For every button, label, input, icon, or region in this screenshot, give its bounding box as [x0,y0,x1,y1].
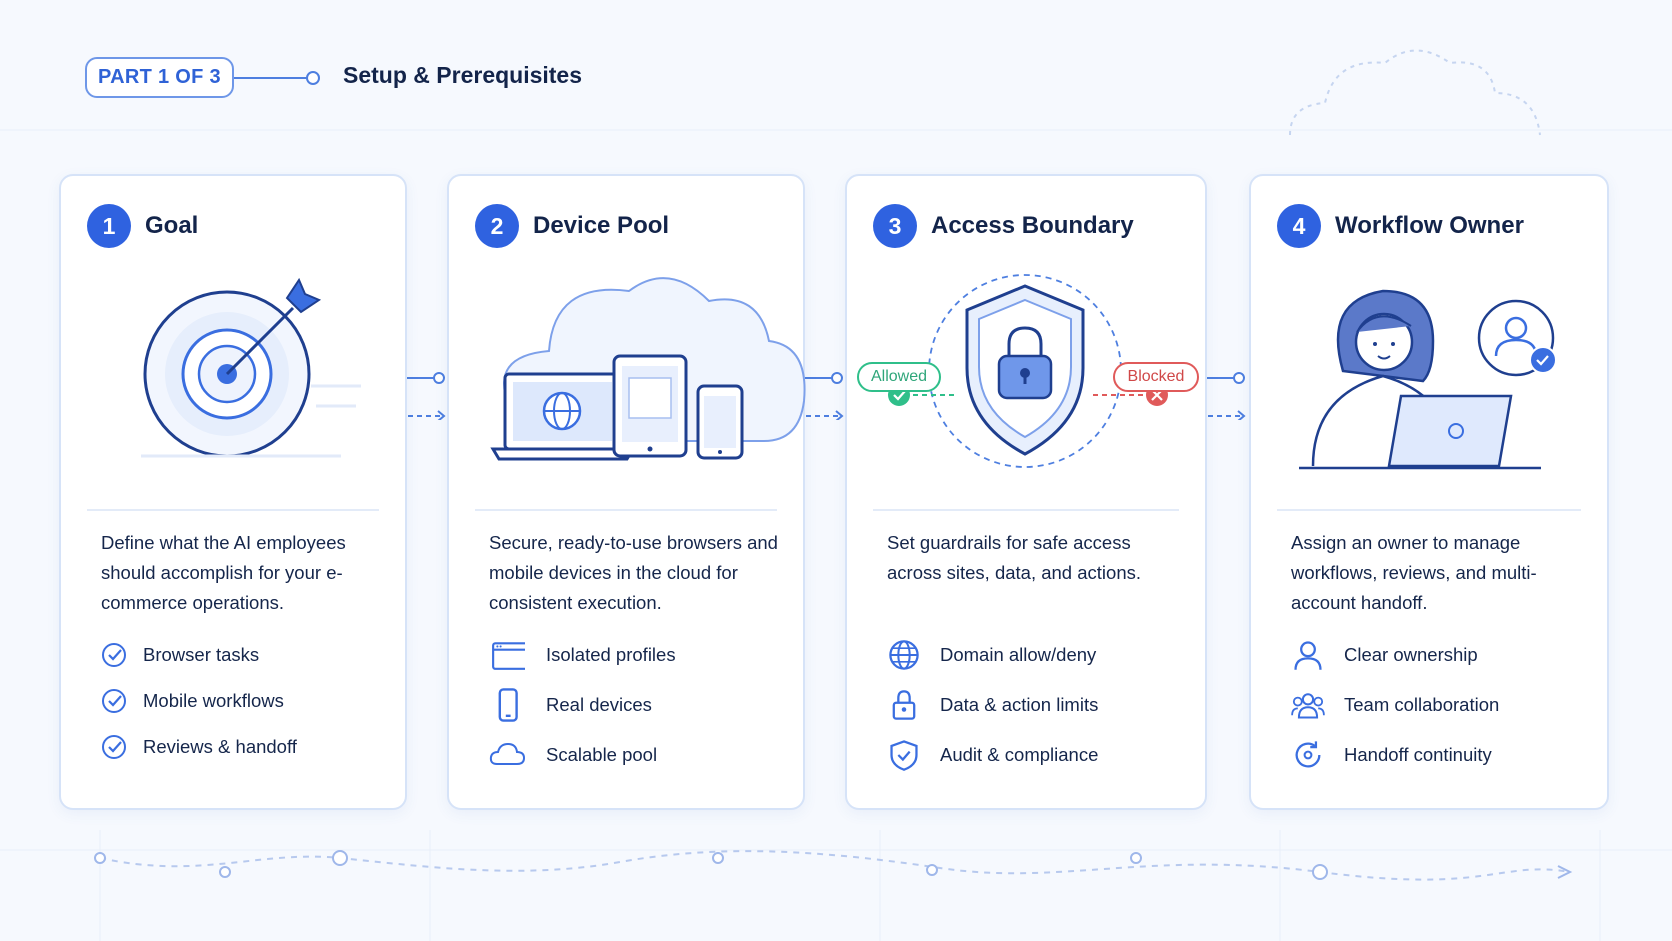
user-icon [1294,641,1322,670]
check-circle-icon [102,735,126,759]
feature-label: Browser tasks [143,644,260,665]
card-divider [873,509,1179,511]
connector-2-3 [804,372,844,420]
target-icon [141,277,361,458]
card-divider [1277,509,1581,511]
feature-label: Real devices [546,694,652,715]
part-badge: PART 1 OF 3 [85,57,234,98]
card-divider [87,509,379,511]
feature-item: Mobile workflows [101,684,284,718]
step-card-workflow-owner: 4 Workflow Owner Assign an owner to mana… [1249,174,1609,810]
step-card-access-boundary: 3 Access Boundary Allowed Blocked Set gu… [845,174,1207,810]
step-title: Device Pool [533,212,670,239]
feature-item: Reviews & handoff [101,730,297,764]
feature-item: Data & action limits [887,688,1098,722]
feature-label: Team collaboration [1344,694,1500,715]
cloud-icon [489,742,525,765]
timeline-path [99,850,1571,881]
header-connector [234,77,307,79]
feature-item: Real devices [489,688,652,722]
step-description: Define what the AI employees should acco… [101,532,346,613]
feature-label: Mobile workflows [143,690,284,711]
feature-item: Clear ownership [1291,638,1478,672]
feature-item: Isolated profiles [489,638,676,672]
feature-item: Browser tasks [101,638,259,672]
smartphone-icon [498,688,518,722]
person-laptop-icon [1299,289,1557,470]
feature-label: Domain allow/deny [940,644,1097,665]
shield-lock-icon [888,274,1168,468]
connector-3-4 [1206,372,1246,420]
feature-label: Isolated profiles [546,644,676,665]
card-divider [475,509,777,511]
shield-check-icon [890,740,918,771]
lock-icon [892,690,916,720]
feature-item: Domain allow/deny [887,638,1096,672]
allowed-tag: Allowed [857,362,941,392]
step-number-badge: 2 [475,204,519,248]
step-number-badge: 3 [873,204,917,248]
feature-label: Handoff continuity [1344,744,1492,765]
step-description: Secure, ready-to-use browsers and mobile… [489,532,778,613]
blocked-tag: Blocked [1113,362,1199,392]
feature-label: Clear ownership [1344,644,1478,665]
browser-window-icon [492,642,525,670]
globe-icon [889,640,919,670]
refresh-icon [1295,741,1321,768]
feature-item: Audit & compliance [887,738,1098,772]
step-title: Access Boundary [931,212,1134,239]
step-card-goal: 1 Goal Define what the AI employees shou… [59,174,407,810]
feature-label: Audit & compliance [940,744,1099,765]
feature-item: Scalable pool [489,738,657,772]
feature-label: Scalable pool [546,744,658,765]
feature-item: Handoff continuity [1291,738,1492,772]
header-node [306,71,320,85]
step-number-badge: 4 [1277,204,1321,248]
step-card-device-pool: 2 Device Pool Secure, ready-to-use brows… [447,174,806,810]
connector-1-2 [406,372,446,420]
feature-label: Reviews & handoff [143,736,297,757]
step-description: Assign an owner to manage workflows, rev… [1291,532,1537,613]
step-number-badge: 1 [87,204,131,248]
check-circle-icon [102,643,126,667]
team-icon [1291,693,1325,719]
check-circle-icon [102,689,126,713]
cloud-decoration-icon [1289,49,1541,136]
step-title: Workflow Owner [1335,212,1524,239]
feature-item: Team collaboration [1291,688,1499,722]
feature-label: Data & action limits [940,694,1099,715]
step-description: Set guardrails for safe access across si… [887,532,1141,583]
page-title: Setup & Prerequisites [343,62,583,88]
step-title: Goal [145,212,199,239]
cloud-devices-icon [490,277,806,461]
